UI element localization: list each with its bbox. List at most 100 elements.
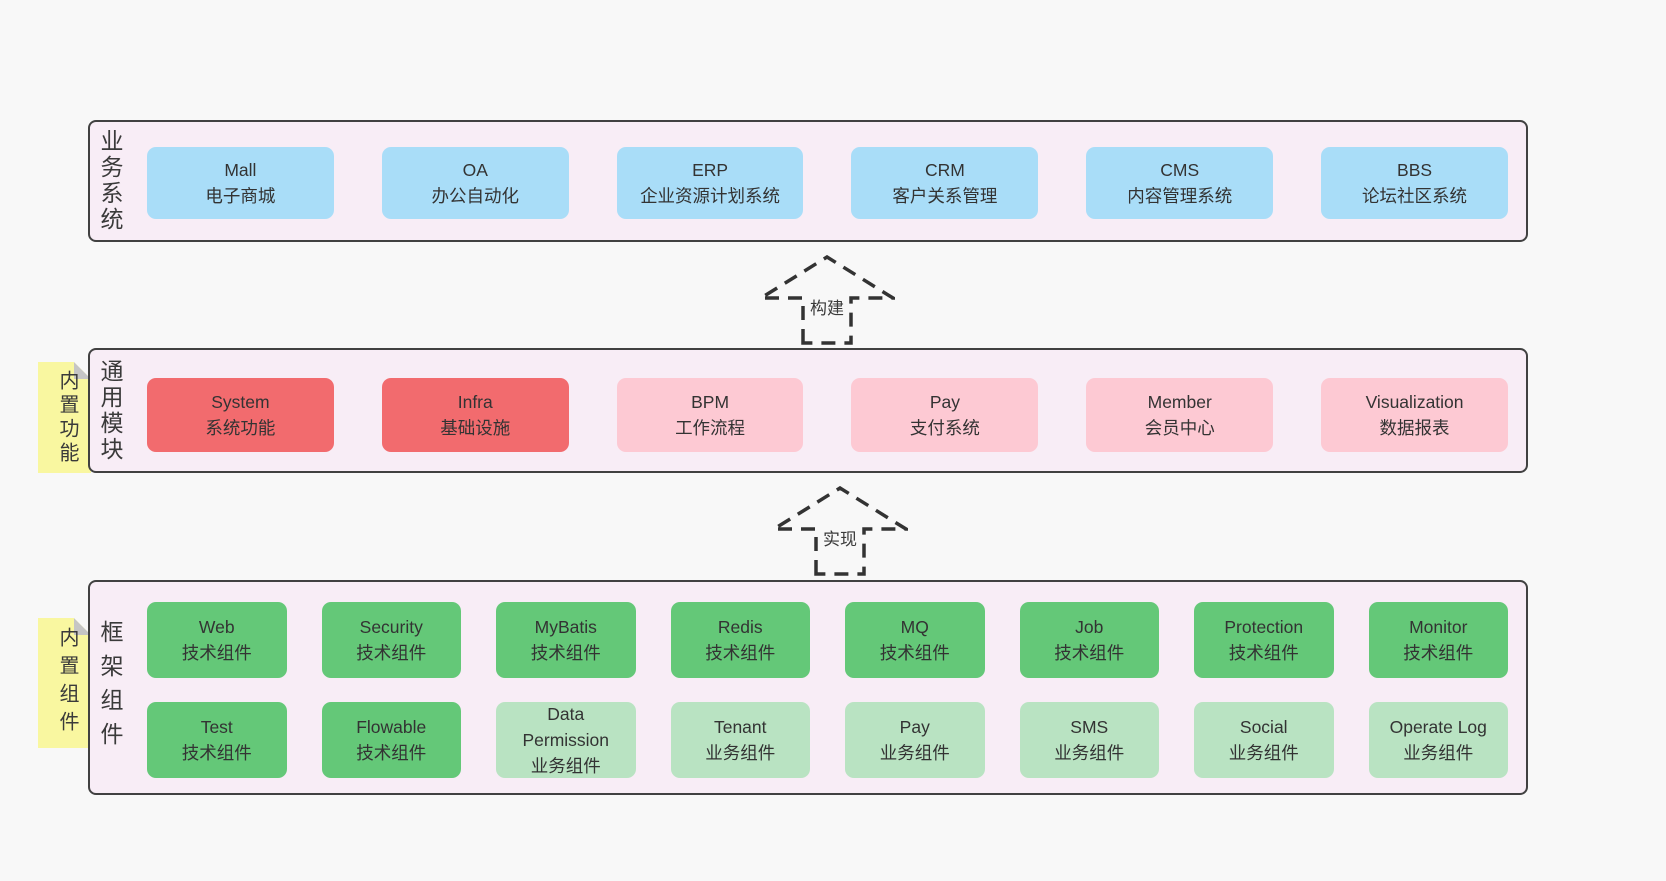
box-desc: 技术组件 — [530, 643, 601, 663]
box-pay-component: Pay 业务组件 — [845, 702, 985, 778]
box-desc: 业务组件 — [530, 756, 601, 777]
box-security: Security 技术组件 — [321, 602, 461, 678]
box-mall: Mall 电子商城 — [147, 147, 334, 219]
section-business-systems: 业务系统 Mall 电子商城 OA 办公自动化 ERP 企业资源计划系统 CRM… — [88, 120, 1528, 242]
box-flowable: Flowable 技术组件 — [321, 702, 461, 778]
box-mq: MQ 技术组件 — [845, 602, 985, 678]
up-arrow-icon — [772, 486, 908, 576]
box-job: Job 技术组件 — [1019, 602, 1159, 678]
up-arrow-icon — [759, 255, 895, 345]
box-web: Web 技术组件 — [147, 602, 287, 678]
box-test: Test 技术组件 — [147, 702, 287, 778]
box-name: Pay — [929, 391, 960, 412]
box-name: BBS — [1397, 159, 1433, 180]
box-name: Monitor — [1409, 616, 1468, 637]
box-desc: 技术组件 — [356, 643, 427, 663]
arrow-implement: 实现 — [772, 486, 908, 576]
box-desc: 技术组件 — [879, 643, 950, 663]
box-name: Web — [198, 616, 235, 637]
box-name: Mall — [224, 159, 257, 180]
box-visualization: Visualization 数据报表 — [1321, 378, 1508, 452]
box-desc: 业务组件 — [1228, 743, 1299, 763]
box-redis: Redis 技术组件 — [670, 602, 810, 678]
box-name: Pay — [899, 716, 930, 737]
box-data-permission: Data Permission 业务组件 — [496, 702, 636, 778]
box-desc: 技术组件 — [705, 643, 776, 663]
box-cms: CMS 内容管理系统 — [1086, 147, 1274, 219]
box-desc: 业务组件 — [705, 743, 776, 763]
section-label: 业务系统 — [97, 129, 123, 233]
box-system: System 系统功能 — [147, 378, 334, 452]
box-name: ERP — [692, 159, 729, 180]
box-erp: ERP 企业资源计划系统 — [616, 147, 804, 219]
box-desc: 业务组件 — [879, 743, 950, 763]
box-name: Flowable — [356, 716, 427, 737]
box-desc: 会员中心 — [1144, 418, 1215, 438]
box-name: SMS — [1070, 716, 1109, 737]
box-crm: CRM 客户关系管理 — [851, 147, 1039, 219]
box-pay-system: Pay 支付系统 — [851, 378, 1039, 452]
sticky-tab-built-in-features: 内置功能 — [38, 362, 91, 473]
framework-row-1: Web 技术组件 Security 技术组件 MyBatis 技术组件 Redi… — [147, 602, 1508, 678]
box-desc: 业务组件 — [1403, 743, 1474, 763]
modules-boxes-row: System 系统功能 Infra 基础设施 BPM 工作流程 Pay 支付系统… — [147, 378, 1508, 452]
arrow-label: 构建 — [806, 292, 848, 321]
box-name: Social — [1239, 716, 1288, 737]
box-monitor: Monitor 技术组件 — [1368, 602, 1508, 678]
box-desc: 工作流程 — [675, 418, 746, 438]
box-name: Job — [1075, 616, 1104, 637]
box-name: OA — [462, 159, 488, 180]
box-name: Protection — [1224, 616, 1304, 637]
box-name: Operate Log — [1389, 716, 1487, 737]
box-name: Tenant — [713, 716, 767, 737]
box-desc: 技术组件 — [1054, 643, 1125, 663]
box-operate-log: Operate Log 业务组件 — [1368, 702, 1508, 778]
arrow-label: 实现 — [819, 523, 861, 552]
business-boxes-row: Mall 电子商城 OA 办公自动化 ERP 企业资源计划系统 CRM 客户关系… — [147, 147, 1508, 219]
box-oa: OA 办公自动化 — [381, 147, 569, 219]
box-sms: SMS 业务组件 — [1019, 702, 1159, 778]
arrow-build: 构建 — [759, 255, 895, 345]
box-name: Data Permission — [522, 703, 610, 750]
box-name: Redis — [717, 616, 763, 637]
box-name: Member — [1147, 391, 1212, 412]
box-mybatis: MyBatis 技术组件 — [496, 602, 636, 678]
box-desc: 企业资源计划系统 — [640, 186, 781, 206]
box-name: MyBatis — [534, 616, 597, 637]
sticky-tab-built-in-components: 内置组件 — [38, 618, 91, 748]
framework-row-2: Test 技术组件 Flowable 技术组件 Data Permission … — [147, 702, 1508, 778]
box-name: BPM — [691, 391, 730, 412]
box-desc: 基础设施 — [440, 418, 511, 438]
box-desc: 系统功能 — [205, 418, 276, 438]
box-tenant: Tenant 业务组件 — [670, 702, 810, 778]
section-label: 通用模块 — [97, 358, 123, 463]
box-name: MQ — [900, 616, 929, 637]
box-desc: 业务组件 — [1054, 743, 1125, 763]
section-framework-components: 框架组件 Web 技术组件 Security 技术组件 MyBatis 技术组件… — [88, 580, 1528, 795]
box-name: Test — [200, 716, 233, 737]
box-social: Social 业务组件 — [1194, 702, 1334, 778]
box-name: System — [211, 391, 270, 412]
sticky-tab-label: 内置组件 — [56, 627, 78, 739]
box-desc: 内容管理系统 — [1127, 186, 1233, 206]
box-desc: 数据报表 — [1379, 418, 1450, 438]
box-desc: 技术组件 — [181, 643, 252, 663]
box-desc: 电子商城 — [205, 186, 276, 206]
box-bpm: BPM 工作流程 — [616, 378, 804, 452]
box-name: Infra — [457, 391, 493, 412]
box-name: Visualization — [1365, 391, 1464, 412]
box-bbs: BBS 论坛社区系统 — [1321, 147, 1508, 219]
box-desc: 支付系统 — [909, 418, 980, 438]
box-desc: 论坛社区系统 — [1362, 186, 1468, 206]
box-name: CMS — [1160, 159, 1200, 180]
box-protection: Protection 技术组件 — [1194, 602, 1334, 678]
box-member: Member 会员中心 — [1086, 378, 1274, 452]
section-label: 框架组件 — [97, 619, 123, 756]
box-desc: 技术组件 — [356, 743, 427, 763]
box-desc: 客户关系管理 — [892, 186, 998, 206]
box-infra: Infra 基础设施 — [381, 378, 569, 452]
section-common-modules: 通用模块 System 系统功能 Infra 基础设施 BPM 工作流程 Pay… — [88, 348, 1528, 473]
box-desc: 办公自动化 — [431, 186, 519, 206]
box-name: Security — [359, 616, 423, 637]
box-desc: 技术组件 — [1403, 643, 1474, 663]
